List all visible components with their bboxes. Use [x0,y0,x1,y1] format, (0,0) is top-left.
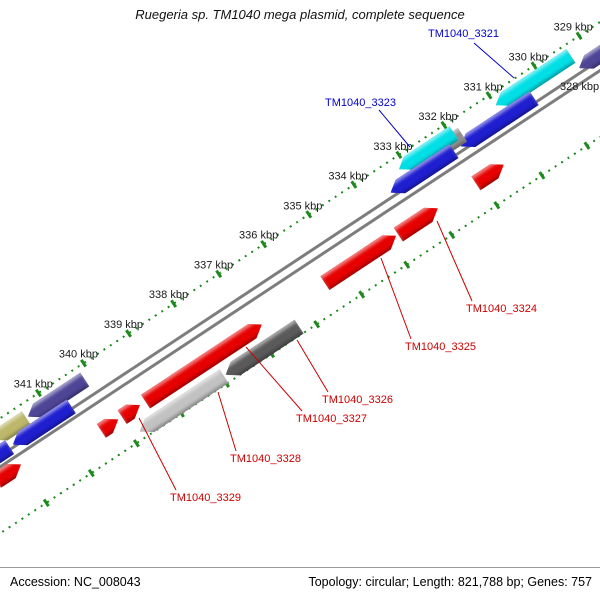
kbp-tick-label: 338 kbp [148,289,188,302]
gene-label-tm1040-3325[interactable]: TM1040_3325 [405,341,476,353]
kbp-tick-label: 330 kbp [508,51,548,64]
gene-label-tm1040-3323[interactable]: TM1040_3323 [325,97,396,109]
kbp-tick-label: 332 kbp [418,110,458,123]
gene-label-tm1040-3324[interactable]: TM1040_3324 [466,303,537,315]
gene-label-tm1040-3326[interactable]: TM1040_3326 [322,394,393,406]
kbp-tick-label: 333 kbp [373,140,413,153]
kbp-tick-label: 335 kbp [283,200,323,213]
tick-labels-layer: 341 kbp 340 kbp 339 kbp 338 kbp 337 kbp 336 k… [13,21,593,391]
kbp-tick-label: 340 kbp [58,348,98,361]
kbp-tick-label: 337 kbp [193,259,233,272]
kbp-tick-label-328: 328 kbp [560,81,600,93]
kbp-tick-label: 341 kbp [13,378,53,391]
kbp-tick-label: 334 kbp [328,170,368,183]
kbp-tick-label: 336 kbp [238,229,278,242]
gene-label-tm1040-3329[interactable]: TM1040_3329 [170,492,241,504]
gene-label-tm1040-3327[interactable]: TM1040_3327 [296,413,367,425]
kbp-tick-label: 331 kbp [463,81,503,94]
kbp-tick-label: 339 kbp [103,318,143,331]
accession-text: Accession: NC_008043 [10,575,141,589]
gene-arrow-blue-a[interactable] [456,91,539,154]
kbp-tick-label: 329 kbp [553,21,593,34]
page-title: Ruegeria sp. TM1040 mega plasmid, comple… [135,7,465,22]
gene-arrow-red-1[interactable] [471,158,509,191]
topology-summary-text: Topology: circular; Length: 821,788 bp; … [308,575,592,589]
gene-label-tm1040-3328[interactable]: TM1040_3328 [230,453,301,465]
gene-arrow-tm1040-3329[interactable] [117,398,145,424]
status-bar: Accession: NC_008043 Topology: circular;… [0,567,600,600]
gene-label-tm1040-3321[interactable]: TM1040_3321 [428,28,499,40]
gene-arrow-tm1040-3324[interactable] [393,201,442,242]
gene-arrow-red-2[interactable] [96,412,123,438]
